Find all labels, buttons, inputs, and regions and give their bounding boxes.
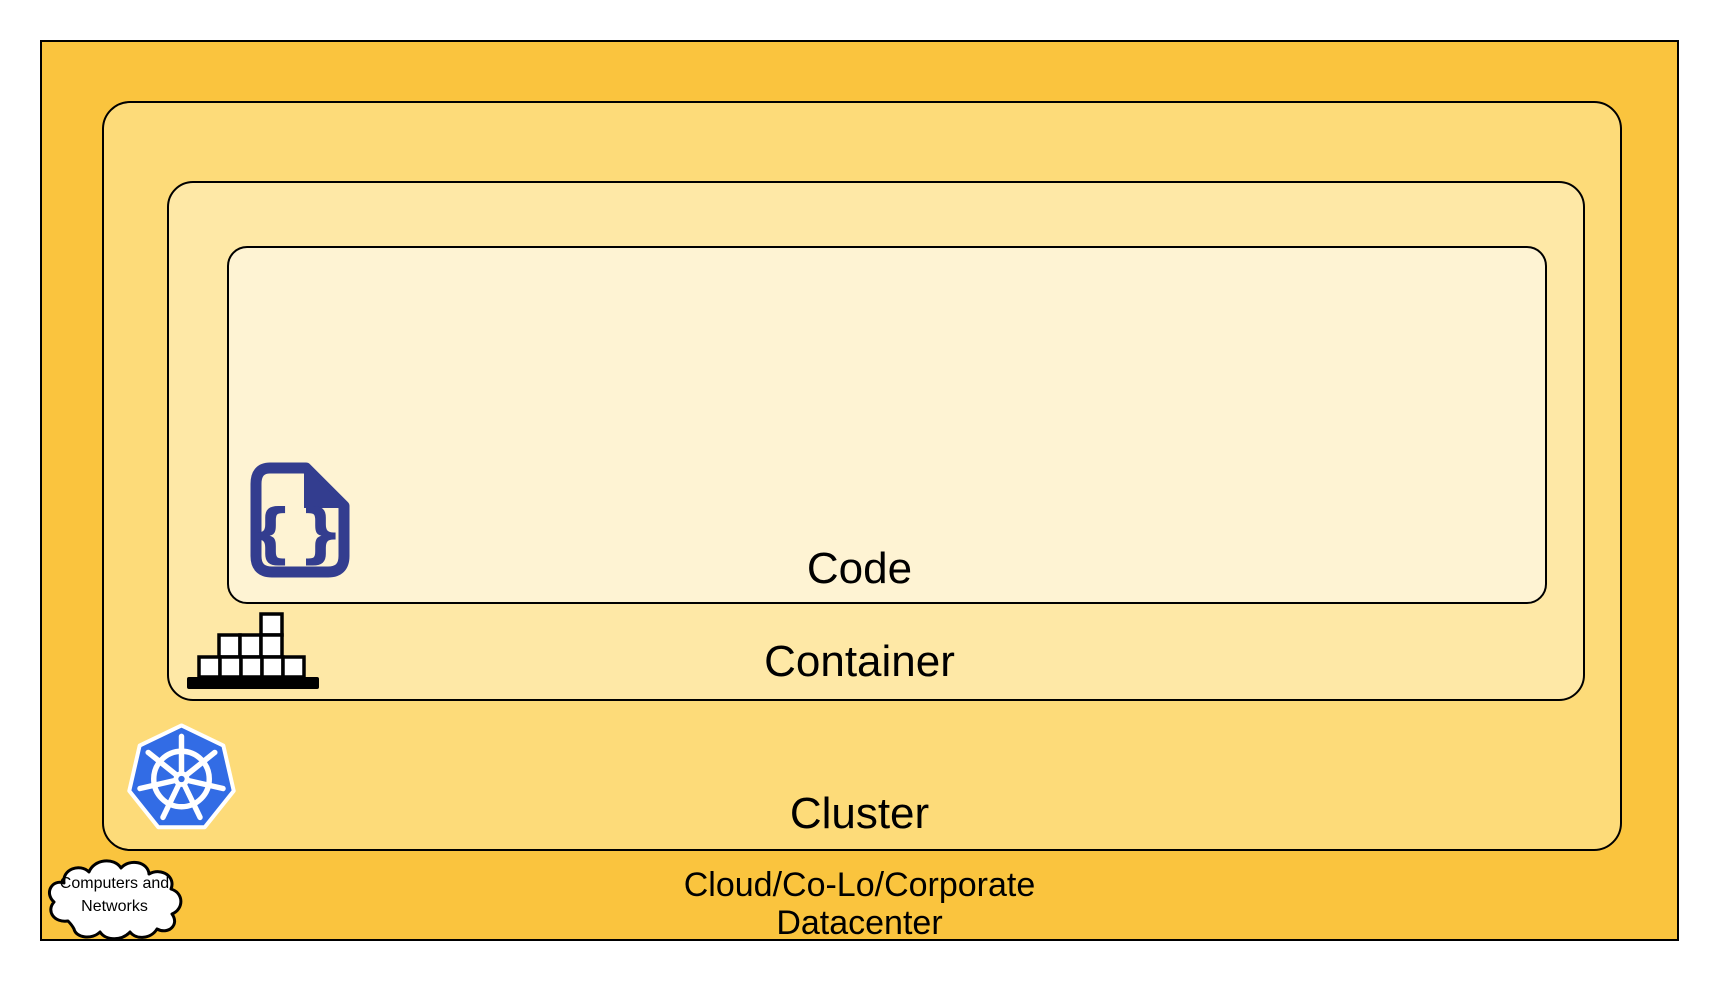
datacenter-label: Cloud/Co-Lo/Corporate Datacenter xyxy=(42,866,1677,942)
cluster-label: Cluster xyxy=(789,789,930,838)
code-file-icon: {} xyxy=(242,460,355,580)
cloud-label-line2: Networks xyxy=(81,898,148,915)
layer-cluster-box xyxy=(102,101,1622,851)
datacenter-label-line2: Datacenter xyxy=(776,904,943,942)
code-label: Code xyxy=(806,544,913,593)
cloud-label-line1: Computers and xyxy=(59,875,170,892)
kubernetes-icon xyxy=(124,719,239,839)
layer-container-box xyxy=(167,181,1585,701)
cloud-icon: Computers and Networks xyxy=(44,855,185,939)
datacenter-label-line1: Cloud/Co-Lo/Corporate xyxy=(683,866,1036,904)
layer-datacenter-box: Code Container Cluster Cloud/Co-Lo/Corpo… xyxy=(40,40,1679,942)
cloud-label: Computers and Networks xyxy=(44,872,185,918)
layer-code-box xyxy=(227,246,1547,604)
container-blocks-icon xyxy=(187,612,319,689)
container-label: Container xyxy=(764,637,955,686)
svg-text:{}: {} xyxy=(247,497,348,571)
